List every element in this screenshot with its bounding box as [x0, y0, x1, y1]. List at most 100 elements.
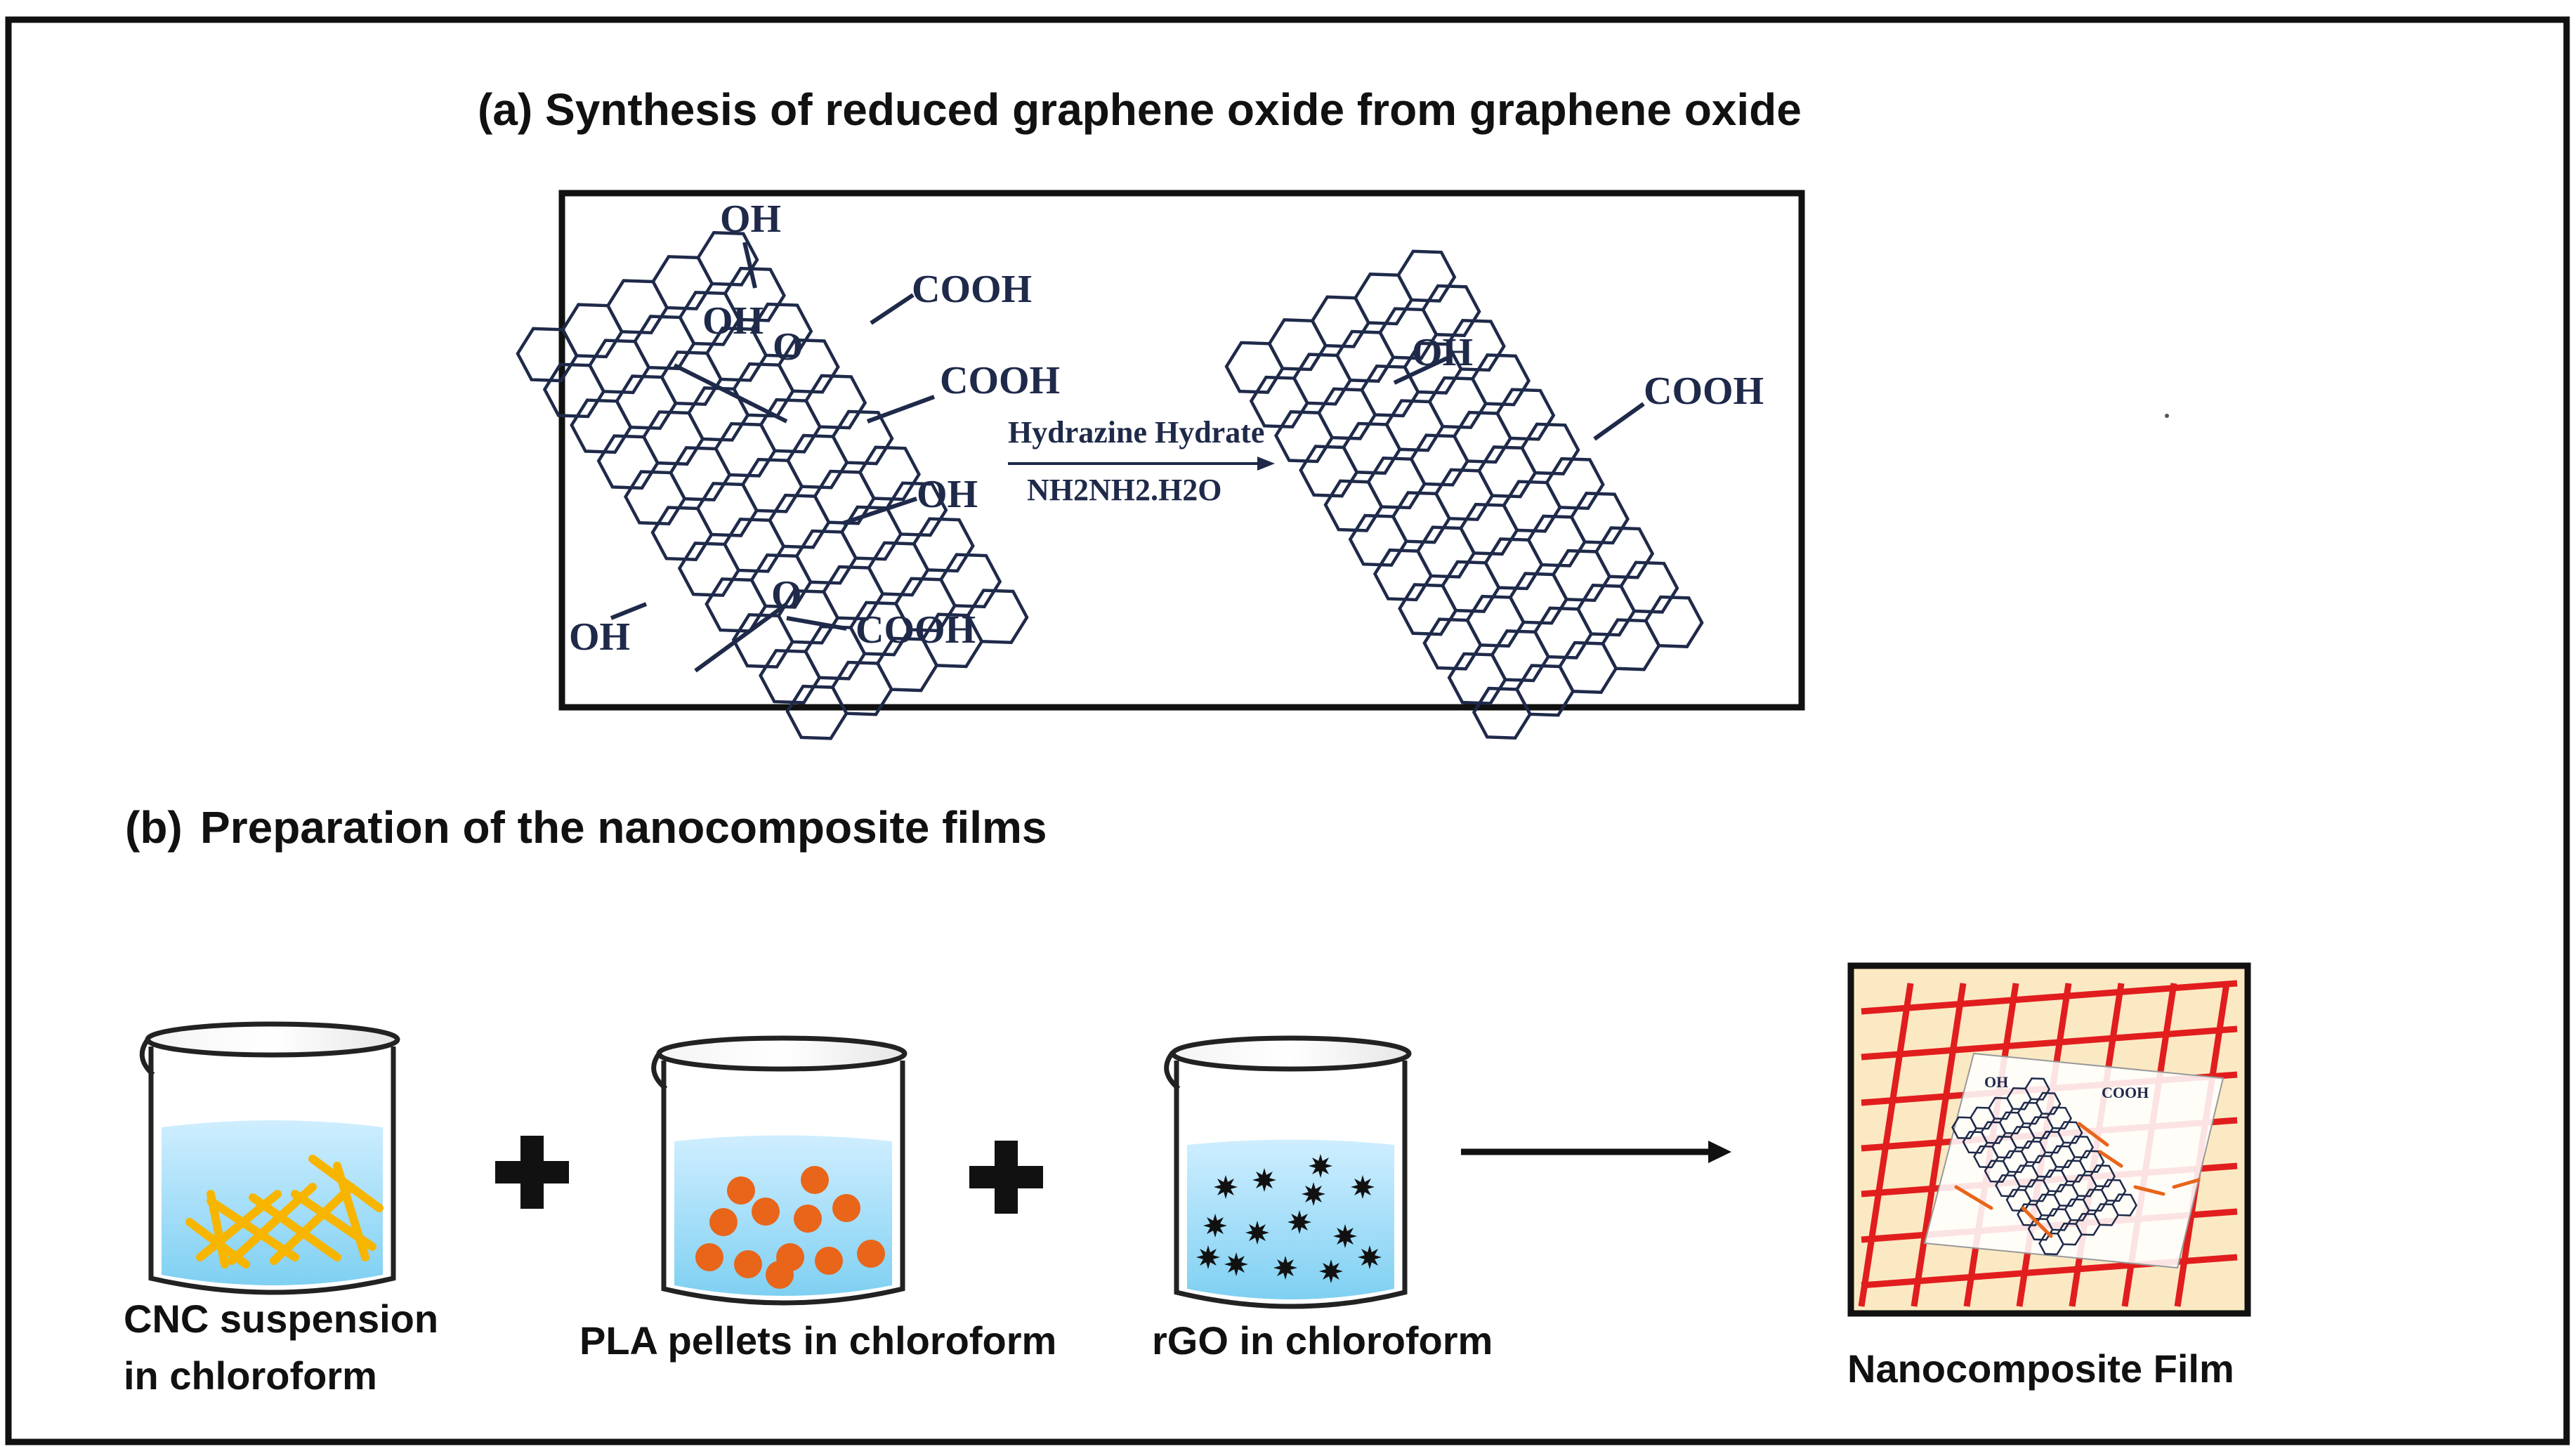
- rgo-flake: [1309, 1154, 1332, 1178]
- hexagon-ring: [804, 374, 867, 430]
- hexagon-ring: [2057, 1121, 2083, 1144]
- cnc-fiber: [249, 1193, 341, 1261]
- pla-fragment: [2098, 1150, 2123, 1168]
- pla-pellet: [695, 1243, 723, 1271]
- beaker-rgo-liquid: [1187, 1139, 1394, 1299]
- hexagon-ring: [1470, 353, 1531, 407]
- go-label-cooh-1: COOH: [912, 268, 1032, 311]
- pla-pellets: [695, 1166, 885, 1289]
- hexagon-ring: [696, 230, 759, 287]
- cnc-fibers: [185, 1155, 384, 1268]
- hexagon-ring: [2078, 1150, 2105, 1173]
- pla-pellet: [752, 1198, 780, 1226]
- hexagon-ring: [939, 553, 1002, 609]
- stray-dot: [2165, 414, 2169, 418]
- hexagon-ring: [750, 302, 813, 358]
- film-label-cooh: COOH: [2102, 1084, 2149, 1101]
- hexagon-ring: [858, 445, 921, 501]
- rgo-flake: [1252, 1168, 1276, 1192]
- beaker-rgo-rim: [1170, 1035, 1412, 1072]
- rgo-flake: [1333, 1224, 1357, 1248]
- hexagon-ring: [723, 266, 786, 322]
- pla-pellet: [727, 1176, 755, 1205]
- pla-fragment: [1954, 1185, 1993, 1210]
- beaker-pla-spout: [651, 1050, 668, 1091]
- go-label-oh-mid: OH: [702, 299, 764, 343]
- go-functional-bonds: [610, 242, 936, 673]
- hexagon-ring: [2035, 1091, 2062, 1115]
- beaker-cnc-glass: [148, 1047, 396, 1295]
- hexagon-ring: [1594, 526, 1655, 579]
- hexagon-ring: [2100, 1179, 2127, 1202]
- go-label-cooh-3: COOH: [856, 608, 976, 652]
- hexagon-ring: [1446, 318, 1506, 372]
- rgo-flake: [1351, 1175, 1375, 1199]
- film-graphene: [1951, 1077, 2137, 1256]
- hexagon-ring: [2024, 1077, 2050, 1101]
- go-label-o-mid: O: [773, 325, 804, 369]
- rgo-flake: [1358, 1245, 1382, 1269]
- rgo-flake: [1245, 1221, 1269, 1245]
- hexagon-ring: [2111, 1193, 2137, 1216]
- reagent-formula-text: NH2NH2.H2O: [1027, 473, 1221, 507]
- rgo-flakes: [1196, 1154, 1382, 1283]
- pla-fragment: [2172, 1178, 2201, 1189]
- pla-pellet: [801, 1166, 829, 1194]
- reduced-graphene-oxide-sheet: [1224, 249, 1704, 740]
- beaker-rgo: [1164, 1035, 1412, 1309]
- pla-fragment: [2077, 1122, 2109, 1147]
- process-arrow-head: [1708, 1141, 1731, 1163]
- reaction-box: [558, 190, 1805, 711]
- hexagon-ring: [777, 338, 840, 394]
- pla-pellet: [734, 1250, 762, 1278]
- beaker-rgo-glass: [1174, 1061, 1408, 1309]
- beaker-cnc-spout: [139, 1036, 155, 1077]
- pla-fragment: [2021, 1206, 2053, 1238]
- go-label-oh-right: OH: [917, 473, 978, 516]
- section-b-title: Preparation of the nanocomposite films: [200, 802, 1047, 853]
- hexagon-ring: [912, 517, 975, 573]
- hexagon-ring: [2090, 1164, 2116, 1188]
- pla-pellet: [815, 1247, 843, 1275]
- pla-pellet: [709, 1208, 738, 1236]
- cnc-fiber: [207, 1190, 229, 1268]
- pla-pellet: [794, 1205, 822, 1233]
- hexagon-ring: [1644, 595, 1704, 648]
- go-label-cooh-2: COOH: [940, 359, 1060, 402]
- go-label-oh-top: OH: [720, 197, 781, 241]
- cnc-grid-line: [1861, 1025, 2238, 1061]
- beaker-pla-label: PLA pellets in chloroform: [579, 1318, 1056, 1363]
- beaker-pla: [651, 1035, 908, 1306]
- go-label-o-low: O: [771, 573, 802, 617]
- hexagon-ring: [2046, 1106, 2072, 1130]
- rgo-label-cooh: COOH: [1644, 369, 1764, 413]
- beaker-cnc: [139, 1021, 400, 1295]
- go-label-oh-bottom: OH: [569, 615, 630, 659]
- hexagon-ring: [1495, 388, 1556, 441]
- film-pla-fragments: [1954, 1122, 2201, 1238]
- reagent-formula: NH2NH2.H2O: [1027, 473, 1221, 507]
- plus-icon: [969, 1141, 1043, 1214]
- reagent-name: Hydrazine Hydrate: [1008, 415, 1264, 450]
- section-a-title: (a) Synthesis of reduced graphene oxide …: [478, 84, 1802, 135]
- rgo-flake: [1214, 1175, 1238, 1199]
- rgo-flake: [1224, 1252, 1248, 1276]
- beaker-pla-glass: [661, 1061, 905, 1306]
- pla-pellet: [766, 1261, 794, 1289]
- rgo-flake: [1302, 1182, 1325, 1206]
- hexagon-ring: [2068, 1135, 2094, 1159]
- beaker-rgo-spout: [1164, 1050, 1181, 1091]
- cnc-fiber: [207, 1197, 299, 1261]
- rgo-flake: [1196, 1245, 1220, 1269]
- rgo-flake: [1203, 1214, 1227, 1238]
- graphene-oxide-sheet: [516, 230, 1029, 740]
- hexagon-ring: [1545, 457, 1605, 511]
- rgo-flake: [1288, 1210, 1311, 1234]
- pla-pellet: [857, 1240, 885, 1268]
- cnc-fiber: [333, 1162, 369, 1261]
- rgo-flake: [1273, 1256, 1297, 1280]
- beaker-rgo-label: rGO in chloroform: [1152, 1318, 1493, 1363]
- hexagon-ring: [966, 589, 1029, 645]
- hexagon-ring: [1520, 422, 1580, 476]
